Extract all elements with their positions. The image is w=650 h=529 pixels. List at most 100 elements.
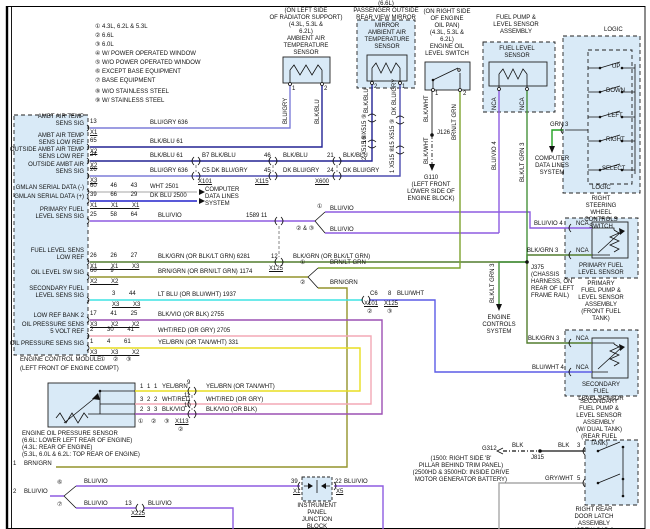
- ecm-pins-2: 65: [90, 138, 97, 144]
- primary-label: PRIMARY FUEL LEVEL SENSOR: [578, 263, 624, 276]
- ecm-wire-1: BLU/GRY 636: [150, 120, 188, 126]
- ecm-wire-4: BLU/GRY 636: [150, 168, 188, 174]
- primary-nca2: NCA: [576, 248, 589, 254]
- oilp-pins-1: 1 1 1: [140, 384, 158, 390]
- wire-gry-wht: [498, 482, 585, 529]
- bottom-row1-wire: BRN/GRN: [24, 461, 52, 467]
- ecm-pins-6: 39 66 29: [90, 192, 138, 198]
- computer-data-lines-mid: COMPUTER DATA LINES SYSTEM: [205, 187, 240, 207]
- secondary-wire1: BLK/GRN 3: [528, 336, 560, 342]
- ecm-wire-5: WHT 2501: [150, 184, 179, 190]
- ecm-wire-7: BLU/VIO: [158, 213, 182, 219]
- wire-brn-lt-grn: [318, 89, 461, 269]
- ecm-sig-13: OIL PRESSURE SENS SIG: [9, 341, 84, 347]
- arrowheads: [92, 146, 625, 489]
- wire-wht-red: [90, 335, 372, 405]
- variant-7-tag: ⑦: [57, 502, 63, 508]
- branch1-wire: BLU/VIO: [330, 206, 354, 212]
- blk-pin3: 3: [577, 443, 581, 449]
- fuel-assembly-caption: FUEL PUMP & LEVEL SENSOR ASSEMBLY: [493, 15, 539, 35]
- bottom-row2-wire: BLU/VIO: [24, 489, 48, 495]
- steering-switch-box: [562, 35, 641, 194]
- oil-switch-wire2-label: BRN/LT GRN: [452, 104, 458, 140]
- footnote-7: ⑦ BASE EQUIPMENT: [95, 78, 156, 84]
- ecm-conn-4: X3: [90, 178, 98, 184]
- x113-pin10: 10: [184, 403, 191, 409]
- r8-conn-pin: 12: [271, 254, 278, 260]
- footnote-8: ⑧ W/O STAINLESS STEEL: [95, 89, 169, 95]
- connector-links: [191, 165, 338, 410]
- ecm-title: ENGINE CONTROL MODULE: [20, 357, 102, 363]
- mirror-alt-conn-1: 1 X515 ⑧: [390, 146, 396, 173]
- blk-label-2: BLK: [558, 443, 570, 449]
- r10-c6: C6: [370, 291, 378, 297]
- x115-label: X115: [255, 179, 269, 185]
- ecm-pins-5: 60 46 43: [90, 183, 138, 189]
- x125b-label: X125: [384, 301, 399, 307]
- oil-level-switch-caption: (ON RIGHT SIDE OF ENGINE OIL PAN) (4.3L,…: [423, 9, 471, 57]
- primary-nca1: NCA: [576, 221, 589, 227]
- oilp-variants: ① ② ③: [138, 419, 170, 425]
- r3-seg1: B7 BLK/BLU: [202, 153, 236, 159]
- ecm-conn-6: X1 X1 X1: [90, 203, 140, 209]
- engine-controls-system: ENGINE CONTROLS SYSTEM: [482, 315, 516, 335]
- r3-pin21: 21: [327, 153, 334, 159]
- mirror-pin1: 1: [402, 84, 406, 90]
- j375-label: J375 (CHASSIS HARNESS, ON REAR OF LEFT F…: [531, 265, 575, 299]
- variant-23-tag: ② & ③: [296, 226, 315, 232]
- component-symbols: [55, 61, 636, 509]
- x101b-label: X101: [364, 301, 379, 307]
- r9-variant2: ②: [300, 280, 306, 286]
- j126-label: J126: [437, 130, 451, 136]
- footnote-5: ⑤ W/O POWER OPERATED WINDOW: [95, 60, 201, 66]
- ecm-pins-12: 2 30 41: [90, 327, 135, 333]
- g110-label: G110 (LEFT FRONT LOWER SIDE OF ENGINE BL…: [407, 175, 455, 202]
- r9-branch2-wire: BRN/GRN: [330, 280, 358, 286]
- logic-label: LOGIC: [592, 185, 611, 191]
- fuel-top-nca2: NCA: [520, 97, 526, 110]
- oil-switch-wire1-label: BLK/WHT: [424, 95, 430, 122]
- ipjb-pin39: 39: [291, 479, 298, 485]
- mirror-alt-conn-15: 15 X515 ⑨: [390, 118, 396, 148]
- oilp-caption: ENGINE OIL PRESSURE SENSOR (6.6L: LOWER …: [22, 431, 140, 458]
- wire-brn-grn: [56, 276, 348, 468]
- ecm-pins-1: 13: [90, 119, 97, 125]
- ecm-wire-13: YEL/BRN (OR TAN/WHT) 331: [158, 340, 239, 346]
- wire-blk-lt-grn: [498, 89, 528, 305]
- variant-6-tag: ⑥: [57, 480, 63, 486]
- computer-data-lines-right: COMPUTER DATA LINES SYSTEM: [534, 156, 570, 176]
- x600-label: X600: [315, 179, 330, 185]
- button-up: UP: [612, 64, 621, 70]
- secondary-nca1: NCA: [576, 336, 589, 342]
- ecm-conn-9: X2 X2: [90, 279, 119, 285]
- ecm-wire-12: WHT/RED (OR GRY) 2705: [158, 328, 231, 334]
- secondary-wire2: BLU/WHT 4: [532, 365, 564, 371]
- branch23-wire: BLU/VIO: [330, 227, 354, 233]
- oilp-wire2b: WHT/RED (OR GRY): [206, 397, 264, 403]
- fuel-top-nca1: NCA: [492, 97, 498, 110]
- x125b-variant: ③: [387, 309, 393, 315]
- ecm-pins-9: 60 9: [90, 268, 114, 274]
- ambient-pin2: 2: [324, 86, 328, 92]
- primary-assembly-label: PRIMARY FUEL PUMP & LEVEL SENSOR ASSEMBL…: [578, 281, 624, 322]
- ecm-wire-8: BLK/GRN (OR BLK/LT GRN) 6281: [158, 254, 251, 260]
- r4-seg3: DK BLU/GRY: [343, 168, 380, 174]
- oil-switch-wire1b-label: BLK/WHT: [424, 137, 430, 164]
- x113-variant: ②: [178, 427, 184, 433]
- ecm-conn-2: X2: [90, 149, 98, 155]
- mirror-pin2: 2: [374, 84, 378, 90]
- ecm-conn-11: X3 X2 X2: [90, 322, 140, 328]
- junction-dots: [98, 66, 625, 498]
- r8-wire2: BLK/GRN (OR BLK/LT GRN): [293, 254, 371, 260]
- ecm-pins-11: 17 41 25: [90, 311, 138, 317]
- footnote-4: ④ W/ POWER OPERATED WINDOW: [95, 51, 196, 57]
- pin-terminals: [288, 68, 529, 92]
- mirror-caption-inner: MIRROR AMBIENT AIR TEMPERATURE SENSOR: [364, 23, 410, 50]
- ecm-pins-10: 3 44: [112, 291, 136, 297]
- r4-seg1: C5 DK BLU/GRY: [202, 168, 248, 174]
- ecm-box: [13, 114, 89, 356]
- ecm-sig-10: SECONDARY FUEL LEVEL SENS SIG: [29, 286, 84, 299]
- g312-label: G312: [482, 446, 497, 452]
- ecm-wire-11: BLK/VIO (OR BLK) 2755: [158, 312, 225, 318]
